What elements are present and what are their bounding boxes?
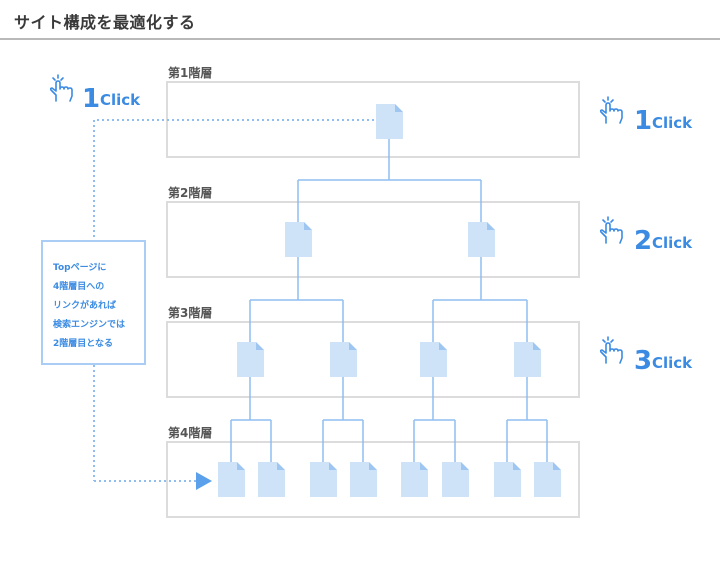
page-icon <box>468 222 495 257</box>
pointing-hand-icon <box>599 336 623 364</box>
tree-connectors <box>230 136 548 462</box>
page-icon <box>494 462 521 497</box>
page-icon <box>258 462 285 497</box>
level-1-label: 第1階層 <box>168 66 213 80</box>
level-3-box <box>166 321 580 398</box>
page-icon <box>350 462 377 497</box>
page-icon <box>330 342 357 377</box>
shortcut-link-arrow <box>93 119 374 482</box>
page-icon <box>401 462 428 497</box>
page-icon <box>534 462 561 497</box>
click-label: Click <box>652 354 693 372</box>
page-icon <box>420 342 447 377</box>
page-icon <box>442 462 469 497</box>
pointing-hand-icon <box>599 216 623 244</box>
level-2-box <box>166 201 580 278</box>
click-label: Click <box>652 114 693 132</box>
note-line: リンクがあれば <box>53 301 117 311</box>
arrow-head <box>196 472 212 490</box>
level-4-label: 第4階層 <box>168 426 213 440</box>
click-label: Click <box>100 91 141 109</box>
page-icon <box>218 462 245 497</box>
note-line: Topページに <box>53 263 107 273</box>
click-count: 1 <box>82 84 101 114</box>
click-count: 2 <box>634 226 653 256</box>
pointing-hand-icon <box>599 96 623 124</box>
page-title: サイト構成を最適化する <box>14 13 196 32</box>
page-icon <box>237 342 264 377</box>
level-2-label: 第2階層 <box>168 186 213 200</box>
page-icon <box>514 342 541 377</box>
note-line: 検索エンジンでは <box>53 320 126 330</box>
page-icon <box>376 104 403 139</box>
header-divider <box>0 38 720 40</box>
page-icon <box>285 222 312 257</box>
pointing-hand-icon <box>49 74 73 102</box>
shortcut-note: Topページに 4階層目への リンクがあれば 検索エンジンでは 2階層目となる <box>41 240 146 365</box>
level-3-label: 第3階層 <box>168 306 213 320</box>
note-line: 2階層目となる <box>53 339 113 349</box>
click-count: 3 <box>634 346 653 376</box>
note-line: 4階層目への <box>53 282 105 292</box>
click-count: 1 <box>634 106 653 136</box>
page-icon <box>310 462 337 497</box>
click-label: Click <box>652 234 693 252</box>
